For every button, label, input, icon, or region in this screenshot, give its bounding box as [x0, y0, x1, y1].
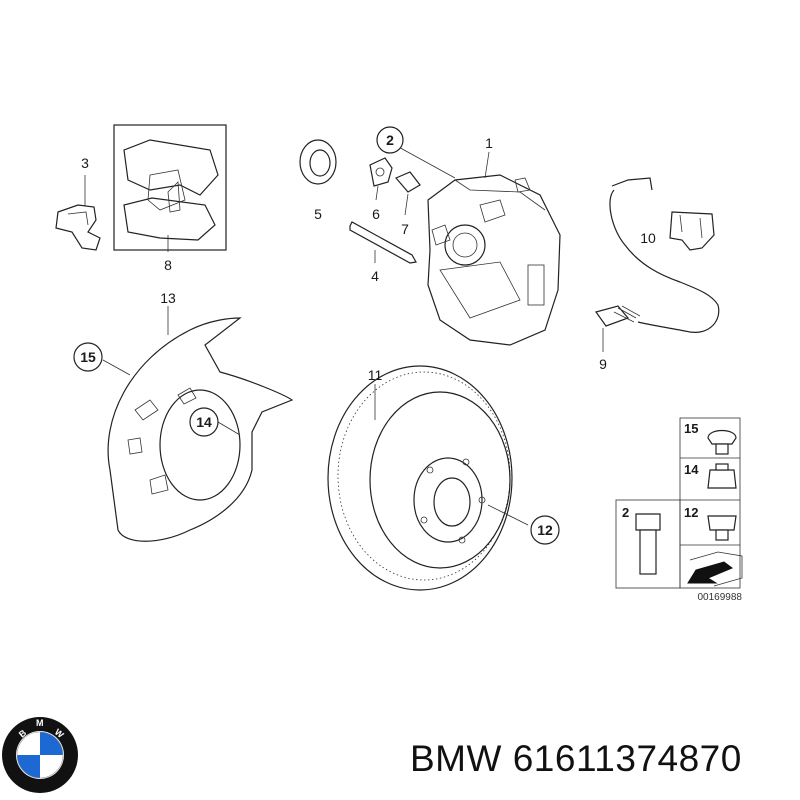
part-caption: BMW 61611374870: [410, 738, 742, 780]
brake-pad-set: [113, 124, 227, 251]
callout-14: 14: [196, 414, 212, 430]
callout-11: 11: [368, 367, 383, 383]
callout-circle-14: [189, 407, 219, 437]
sensor-bracket: [669, 211, 715, 251]
bleeder-cap: [395, 171, 421, 193]
bleeder-screw: [369, 157, 393, 187]
callout-6: 6: [372, 206, 380, 222]
callout-7: 7: [401, 221, 409, 237]
svg-text:B: B: [17, 727, 29, 739]
svg-text:M: M: [36, 718, 44, 728]
callout-13: 13: [160, 290, 176, 306]
callout-circle-2: [376, 126, 404, 154]
callout-8: 8: [164, 257, 172, 273]
callout-9: 9: [599, 356, 607, 372]
callout-3: 3: [81, 155, 89, 171]
callout-10: 10: [640, 230, 656, 246]
wear-sensor: [595, 177, 720, 333]
callout-4: 4: [371, 268, 379, 284]
callout-5: 5: [314, 206, 322, 222]
callout-1: 1: [485, 135, 493, 151]
callout-12: 12: [537, 522, 553, 538]
part-number: 61611374870: [512, 738, 742, 779]
legend-label-15: 15: [684, 421, 698, 436]
callout-circle-12: [530, 515, 560, 545]
anti-rattle-spring: [55, 204, 101, 251]
hardware-legend: [615, 417, 743, 589]
legend-label-14: 14: [684, 462, 699, 477]
guide-pin: [349, 221, 417, 264]
legend-label-2: 2: [622, 505, 629, 520]
brake-caliper: [427, 174, 561, 346]
seal-ring: [299, 139, 337, 185]
bmw-logo-icon: B M W: [2, 717, 78, 793]
callout-15: 15: [80, 349, 96, 365]
diagram-code: 00169988: [698, 592, 743, 603]
legend-label-12: 12: [684, 505, 698, 520]
brand-name: BMW: [410, 738, 502, 779]
callout-circle-15: [73, 342, 103, 372]
callout-2: 2: [386, 132, 394, 148]
brake-disc: [327, 365, 513, 591]
